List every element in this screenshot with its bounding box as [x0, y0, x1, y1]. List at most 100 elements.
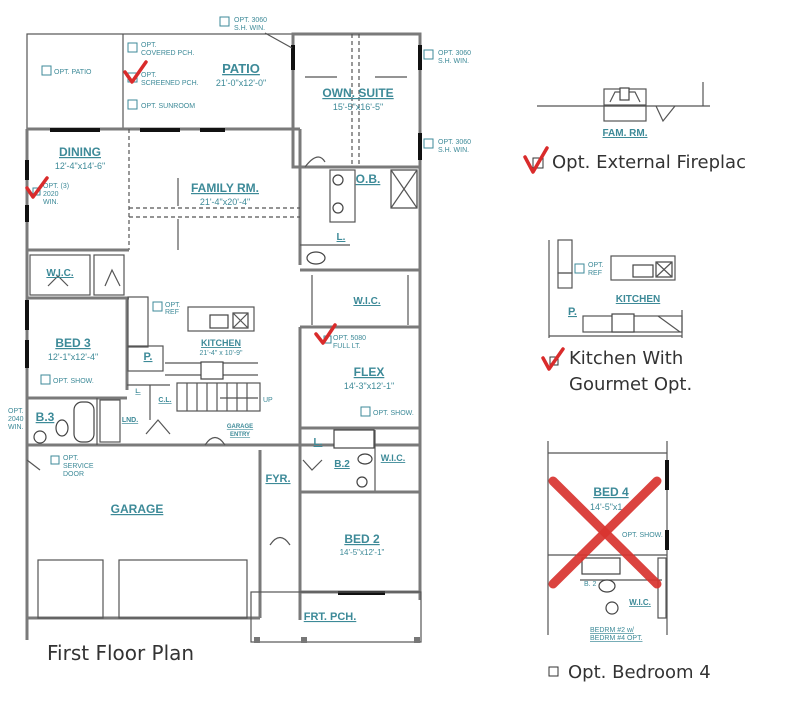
svg-text:S.H. WIN.: S.H. WIN. [438, 147, 469, 154]
room-label-bed2-wic: W.I.C. [381, 453, 406, 463]
checkbox[interactable] [423, 138, 434, 149]
bedroom4-panel: BED 4 14'-5"x1 OPT. SHOW. B. 2 W.I.C. BE… [547, 441, 669, 642]
room-label-bed3: BED 3 [55, 336, 91, 350]
svg-text:OPT. (3): OPT. (3) [43, 183, 69, 190]
room-label-dining: DINING [59, 145, 101, 159]
main-plan-walls [25, 32, 422, 643]
bed4-room-label: BED 4 [593, 485, 629, 499]
svg-text:2040: 2040 [8, 416, 24, 423]
bedroom4-caption: Opt. Bedroom 4 [568, 662, 711, 683]
option-flex-door[interactable]: OPT. 5080 FULL LT. [314, 323, 366, 350]
svg-text:S.H. WIN.: S.H. WIN. [438, 58, 469, 65]
svg-text:REF: REF [165, 309, 179, 316]
room-label-coat-closet: C.L. [158, 397, 171, 404]
option-covered-porch[interactable]: OPT. COVERED PCH. [127, 42, 194, 57]
room-label-patio: PATIO [222, 61, 260, 76]
room-dim-family: 21'-4"x20'-4" [200, 197, 250, 207]
checkbox[interactable] [41, 65, 52, 76]
svg-text:OPT. PATIO: OPT. PATIO [54, 69, 92, 76]
svg-text:OPT.: OPT. [165, 302, 181, 309]
option-service-door[interactable]: OPT. SERVICE DOOR [50, 455, 94, 478]
option-sunroom[interactable]: OPT. SUNROOM [127, 99, 195, 110]
room-label-flex: FLEX [354, 365, 385, 379]
room-dim-patio: 21'-0"x12'-0" [216, 78, 266, 88]
kitchen-pantry-label: P. [568, 306, 577, 318]
svg-text:COVERED PCH.: COVERED PCH. [141, 50, 194, 57]
option-refrigerator[interactable]: OPT. REF [152, 301, 181, 316]
red-check-icon [123, 60, 148, 84]
svg-text:OPT. SUNROOM: OPT. SUNROOM [141, 103, 195, 110]
svg-text:DOOR: DOOR [63, 471, 84, 478]
room-label-front-porch: FRT. PCH. [304, 611, 357, 623]
svg-text:OPT.: OPT. [141, 42, 157, 49]
bed4-show-label: OPT. SHOW. [622, 532, 663, 539]
room-label-owner-wic: W.I.C. [353, 296, 380, 307]
svg-text:OPT.: OPT. [8, 408, 24, 415]
red-check-icon [523, 146, 549, 174]
red-check-icon [541, 347, 565, 371]
svg-text:REF: REF [588, 270, 602, 277]
option-gourmet-kitchen[interactable]: Kitchen With Gourmet Opt. [541, 347, 692, 395]
room-dim-bed2: 14'-5"x12'-1" [340, 548, 385, 557]
option-external-fireplace[interactable]: Opt. External Fireplac [523, 146, 746, 174]
room-label-bath2: B.2 [334, 459, 350, 470]
room-dim-kitchen: 21'-4" x 10'-9" [199, 350, 243, 357]
svg-text:OPT. 3060: OPT. 3060 [438, 139, 471, 146]
room-dim-owner-suite: 15'-5"x16'-5" [333, 102, 383, 112]
svg-text:OPT. 5080: OPT. 5080 [333, 335, 366, 342]
checkbox[interactable] [219, 16, 230, 27]
room-label-foyer: FYR. [265, 473, 290, 485]
option-opt-patio[interactable]: OPT. PATIO [41, 65, 92, 76]
svg-text:2020: 2020 [43, 191, 59, 198]
bed4-dim: 14'-5"x1 [590, 502, 622, 512]
bed4-wic-label: W.I.C. [629, 598, 651, 607]
room-label-bath3: B.3 [36, 410, 55, 424]
option-dining-window[interactable]: OPT. (3) 2020 WIN. [25, 176, 69, 206]
svg-text:S.H. WIN.: S.H. WIN. [234, 25, 265, 32]
room-label-owner-linen: L. [337, 232, 346, 243]
svg-text:WIN.: WIN. [8, 424, 24, 431]
svg-text:OPT. SHOW.: OPT. SHOW. [53, 378, 94, 385]
plan-title: First Floor Plan [47, 641, 194, 665]
svg-text:OPT. 3060: OPT. 3060 [234, 17, 267, 24]
option-window-suite-1[interactable]: OPT. 3060 S.H. WIN. [423, 49, 471, 65]
fireplace-room-label: FAM. RM. [603, 128, 648, 139]
option-bed3-shower[interactable]: OPT. SHOW. [40, 374, 94, 385]
checkbox[interactable] [548, 666, 559, 677]
room-label-garage-entry-2: ENTRY [230, 432, 250, 438]
checkbox[interactable] [127, 42, 138, 53]
checkbox[interactable] [40, 374, 51, 385]
svg-text:OPT. 3060: OPT. 3060 [438, 50, 471, 57]
checkbox[interactable] [423, 49, 434, 60]
option-bath3-window[interactable]: OPT. 2040 WIN. [8, 408, 24, 431]
stairs-up-label: UP [263, 397, 273, 404]
room-label-bed2: BED 2 [344, 532, 380, 546]
kitchen-ref-opt: OPT. [588, 262, 604, 269]
checkbox[interactable] [50, 455, 60, 465]
room-label-linen2: L. [314, 437, 323, 448]
option-bedroom4[interactable]: Opt. Bedroom 4 [548, 662, 711, 683]
svg-text:OPT. SHOW.: OPT. SHOW. [373, 410, 414, 417]
gourmet-caption-line1: Kitchen With [569, 348, 683, 369]
option-flex-shower[interactable]: OPT. SHOW. [360, 406, 414, 417]
gourmet-caption-line2: Gourmet Opt. [569, 374, 692, 395]
kitchen-room-label: KITCHEN [616, 294, 660, 305]
svg-text:OPT.: OPT. [63, 455, 79, 462]
checkbox[interactable] [152, 301, 163, 312]
checkbox[interactable] [127, 99, 138, 110]
room-dim-dining: 12'-4"x14'-6" [55, 161, 105, 171]
option-window-top[interactable]: OPT. 3060 S.H. WIN. [219, 16, 293, 49]
room-label-family: FAMILY RM. [191, 181, 259, 195]
room-dim-flex: 14'-3"x12'-1" [344, 381, 394, 391]
svg-text:WIN.: WIN. [43, 199, 59, 206]
option-window-suite-2[interactable]: OPT. 3060 S.H. WIN. [423, 138, 471, 154]
room-label-kitchen: KITCHEN [201, 338, 241, 348]
room-label-bed3-wic: W.I.C. [46, 268, 73, 279]
gourmet-kitchen-panel: OPT. REF P. KITCHEN [548, 239, 683, 338]
checkbox[interactable] [360, 406, 371, 417]
option-screened-porch[interactable]: OPT. SCREENED PCH. [123, 60, 199, 87]
bed4-bath-label: B. 2 [584, 581, 597, 588]
room-label-linen-small: L. [135, 389, 141, 395]
svg-text:SCREENED PCH.: SCREENED PCH. [141, 80, 199, 87]
